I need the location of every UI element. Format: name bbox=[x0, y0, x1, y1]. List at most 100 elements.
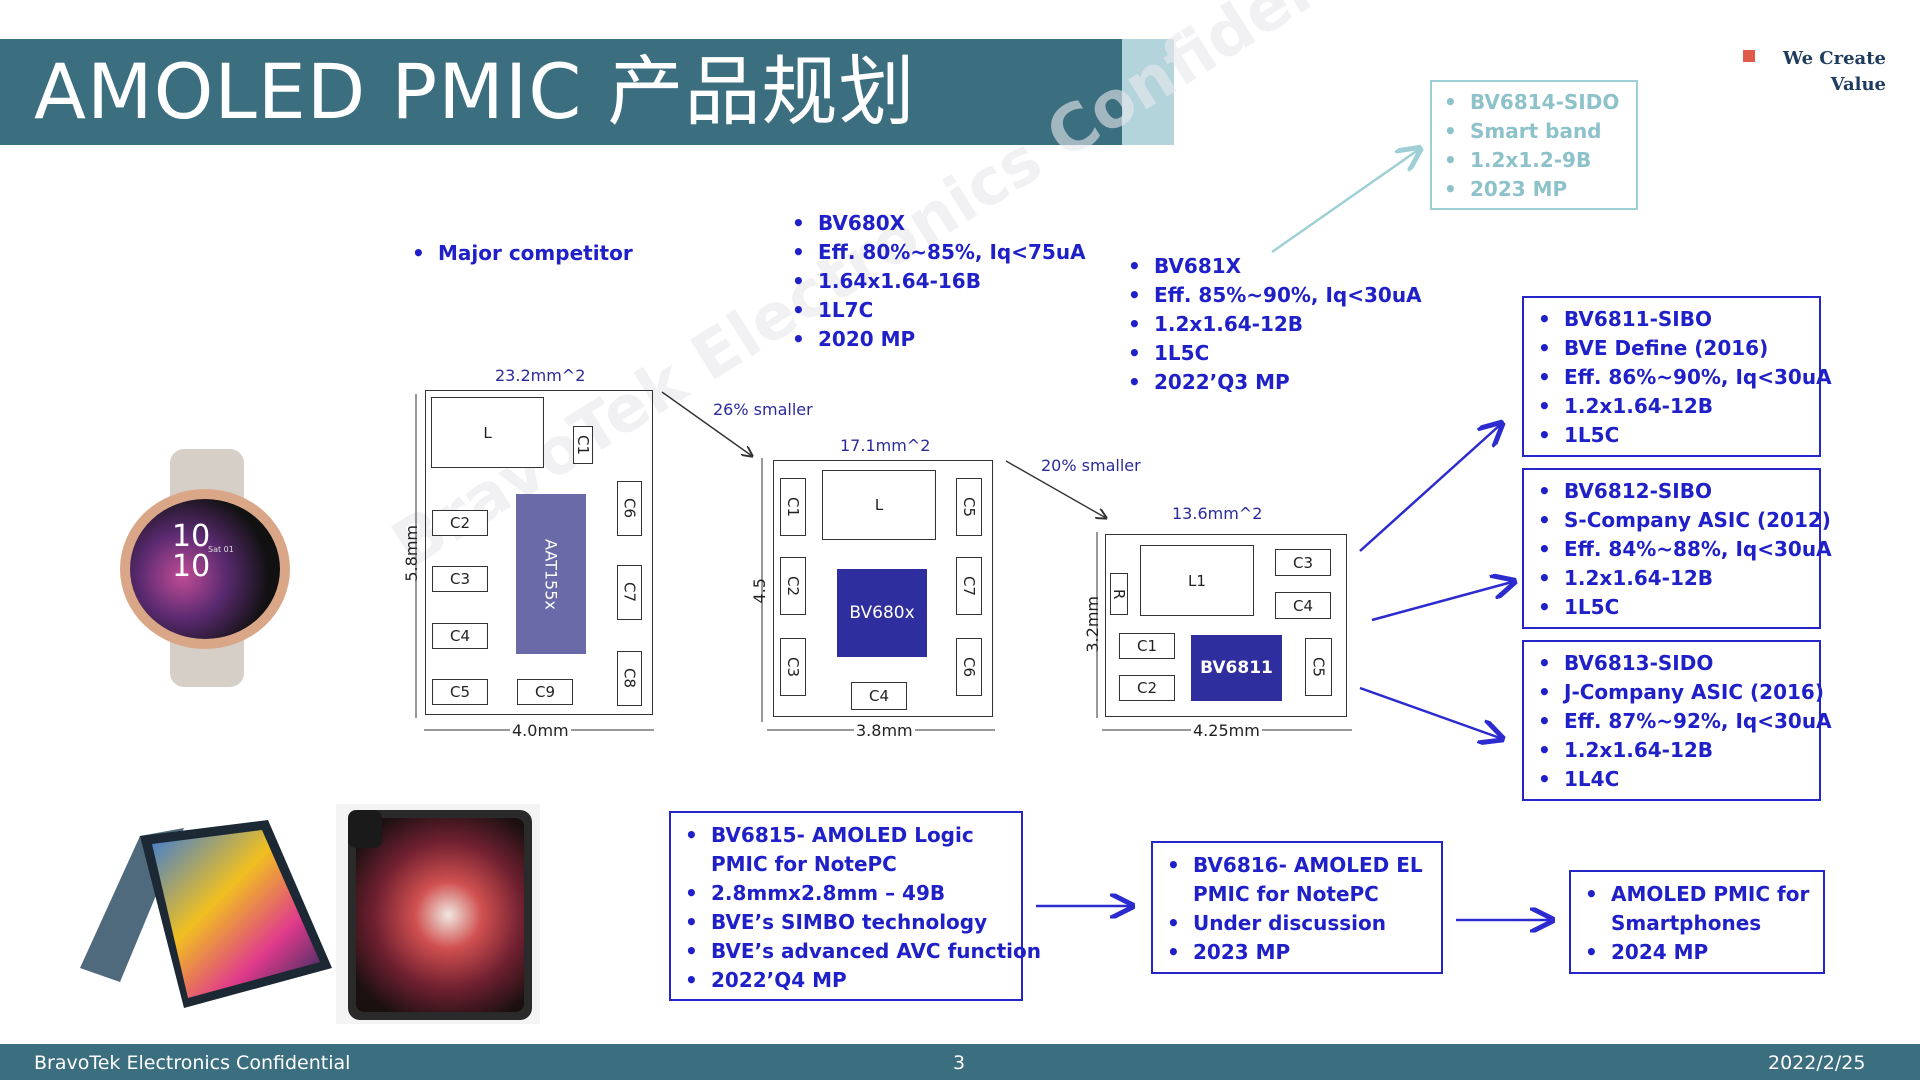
bv681x-c1: C1 bbox=[1119, 633, 1175, 659]
bv6816-item: Under discussion bbox=[1163, 909, 1441, 938]
bv681x-width: 4.25mm bbox=[1191, 721, 1262, 740]
bv6813-box: BV6813-SIDO J-Company ASIC (2016) Eff. 8… bbox=[1522, 640, 1832, 801]
arrow-to-bv6814 bbox=[1271, 150, 1418, 254]
arrow-to-bv6813 bbox=[1359, 686, 1500, 738]
bv681x-board bbox=[1105, 534, 1347, 717]
arrow-to-bv6812 bbox=[1371, 582, 1512, 622]
competitor-area: 23.2mm^2 bbox=[495, 366, 586, 385]
bv680x-height: 4.5 bbox=[750, 578, 769, 604]
brand-line2: Value bbox=[1830, 74, 1886, 95]
bv681x-c2: C2 bbox=[1119, 675, 1175, 701]
bv680x-width: 3.8mm bbox=[854, 721, 915, 740]
bv6813-item: Eff. 87%~92%, Iq<30uA bbox=[1534, 707, 1832, 736]
bv6811-item: Eff. 86%~90%, Iq<30uA bbox=[1534, 363, 1832, 392]
bv6813-item: BV6813-SIDO bbox=[1534, 649, 1819, 678]
bv6815-item: BVE’s advanced AVC function bbox=[681, 937, 1041, 966]
bv6812-item: S-Company ASIC (2012) bbox=[1534, 506, 1831, 535]
title-accent bbox=[1122, 39, 1174, 145]
bv680x-c4: C4 bbox=[851, 682, 907, 710]
bv6814-item: Smart band bbox=[1440, 117, 1636, 146]
bv681x-height: 3.2mm bbox=[1083, 596, 1102, 653]
competitor-c5: C5 bbox=[432, 679, 488, 705]
bv680x-c5: C5 bbox=[956, 478, 982, 536]
footer-date: 2022/2/25 bbox=[1768, 1052, 1866, 1074]
bv681x-c3: C3 bbox=[1275, 549, 1331, 576]
competitor-width: 4.0mm bbox=[510, 721, 571, 740]
bv6811-item: BVE Define (2016) bbox=[1534, 334, 1819, 363]
tablet-image bbox=[336, 804, 540, 1024]
bv6814-box: BV6814-SIDO Smart band 1.2x1.2-9B 2023 M… bbox=[1430, 80, 1638, 210]
bv6815-item: BV6815- AMOLED Logic PMIC for NotePC bbox=[681, 821, 1001, 879]
bv6811-item: BV6811-SIBO bbox=[1534, 305, 1819, 334]
bv6812-list: BV6812-SIBO S-Company ASIC (2012) Eff. 8… bbox=[1524, 477, 1832, 622]
bv6813-item: J-Company ASIC (2016) bbox=[1534, 678, 1824, 707]
competitor-label: Major competitor bbox=[408, 239, 633, 268]
page-number: 3 bbox=[953, 1052, 966, 1074]
watch-date: Sat 01 bbox=[208, 545, 234, 554]
competitor-c1: C1 bbox=[573, 426, 593, 464]
bv680x-reduction: 26% smaller bbox=[713, 400, 813, 419]
bv6815-item: 2.8mmx2.8mm – 49B bbox=[681, 879, 1021, 908]
bv6816-item: BV6816- AMOLED EL PMIC for NotePC bbox=[1163, 851, 1425, 909]
bv6815-box: BV6815- AMOLED Logic PMIC for NotePC 2.8… bbox=[669, 811, 1041, 1001]
bv680x-inductor: L bbox=[822, 470, 936, 540]
competitor-inductor: L bbox=[431, 397, 544, 468]
bv680x-spec: Eff. 80%~85%, Iq<75uA bbox=[788, 238, 1086, 267]
competitor-board bbox=[425, 390, 653, 715]
laptop-image bbox=[80, 808, 334, 1022]
competitor-c8: C8 bbox=[617, 651, 642, 706]
bv680x-c2: C2 bbox=[780, 557, 806, 615]
bv6812-item: 1L5C bbox=[1534, 593, 1819, 622]
bv681x-specs: BV681X Eff. 85%~90%, Iq<30uA 1.2x1.64-12… bbox=[1124, 252, 1422, 397]
brand-line1: We Create bbox=[1782, 48, 1886, 69]
bv681x-inductor: L1 bbox=[1140, 545, 1254, 616]
page-title: AMOLED PMIC 产品规划 bbox=[34, 47, 916, 136]
arrow-to-bv6811 bbox=[1359, 425, 1500, 552]
competitor-c4: C4 bbox=[432, 623, 488, 649]
bv680x-board bbox=[773, 460, 993, 717]
bv6814-list: BV6814-SIDO Smart band 1.2x1.2-9B 2023 M… bbox=[1432, 88, 1636, 204]
reduction-arrow-2 bbox=[1005, 460, 1106, 518]
bv680x-spec: 1L7C bbox=[788, 296, 1086, 325]
bv681x-spec: Eff. 85%~90%, Iq<30uA bbox=[1124, 281, 1422, 310]
bv680x-c7: C7 bbox=[956, 557, 982, 615]
competitor-c9: C9 bbox=[517, 679, 573, 705]
smartphone-box: AMOLED PMIC for Smartphones 2024 MP bbox=[1569, 870, 1825, 974]
bv6816-item: 2023 MP bbox=[1163, 938, 1441, 967]
competitor-c3: C3 bbox=[432, 566, 488, 592]
competitor-height: 5.8mm bbox=[402, 525, 421, 582]
smartphone-list: AMOLED PMIC for Smartphones 2024 MP bbox=[1571, 880, 1823, 967]
bv6812-item: Eff. 84%~88%, Iq<30uA bbox=[1534, 535, 1832, 564]
footer-confidential: BravoTek Electronics Confidential bbox=[34, 1052, 351, 1074]
bv6814-item: BV6814-SIDO bbox=[1440, 88, 1636, 117]
bv6814-item: 1.2x1.2-9B bbox=[1440, 146, 1636, 175]
brand-square-icon bbox=[1743, 50, 1755, 62]
bv6813-list: BV6813-SIDO J-Company ASIC (2016) Eff. 8… bbox=[1524, 649, 1832, 794]
competitor-c6: C6 bbox=[617, 481, 642, 536]
bv6811-box: BV6811-SIBO BVE Define (2016) Eff. 86%~9… bbox=[1522, 296, 1832, 457]
bv680x-specs: BV680X Eff. 80%~85%, Iq<75uA 1.64x1.64-1… bbox=[788, 209, 1086, 354]
bv681x-area: 13.6mm^2 bbox=[1172, 504, 1263, 523]
bv681x-main-chip: BV6811 bbox=[1191, 635, 1282, 701]
smartphone-item: 2024 MP bbox=[1581, 938, 1823, 967]
bv6811-item: 1.2x1.64-12B bbox=[1534, 392, 1819, 421]
bv6815-list: BV6815- AMOLED Logic PMIC for NotePC 2.8… bbox=[671, 821, 1041, 995]
bv6812-box: BV6812-SIBO S-Company ASIC (2012) Eff. 8… bbox=[1522, 468, 1832, 629]
bv681x-spec: 2022’Q3 MP bbox=[1124, 368, 1422, 397]
bv680x-spec: 2020 MP bbox=[788, 325, 1086, 354]
reduction-arrow-1 bbox=[661, 391, 752, 456]
competitor-main-chip: AAT155x bbox=[516, 494, 586, 654]
bv680x-c6: C6 bbox=[956, 638, 982, 696]
bv6812-item: BV6812-SIBO bbox=[1534, 477, 1819, 506]
title-bar bbox=[0, 39, 1122, 145]
bv6811-list: BV6811-SIBO BVE Define (2016) Eff. 86%~9… bbox=[1524, 305, 1832, 450]
bv6816-box: BV6816- AMOLED EL PMIC for NotePC Under … bbox=[1151, 841, 1443, 974]
watch-minute: 10 bbox=[172, 549, 211, 584]
bv680x-main-chip: BV680x bbox=[837, 569, 927, 657]
bv680x-spec: BV680X bbox=[788, 209, 1086, 238]
bv6811-item: 1L5C bbox=[1534, 421, 1819, 450]
bv6816-list: BV6816- AMOLED EL PMIC for NotePC Under … bbox=[1153, 851, 1441, 967]
bv680x-c3: C3 bbox=[780, 638, 806, 696]
smartphone-item: AMOLED PMIC for Smartphones bbox=[1581, 880, 1811, 938]
competitor-c7: C7 bbox=[617, 565, 642, 620]
